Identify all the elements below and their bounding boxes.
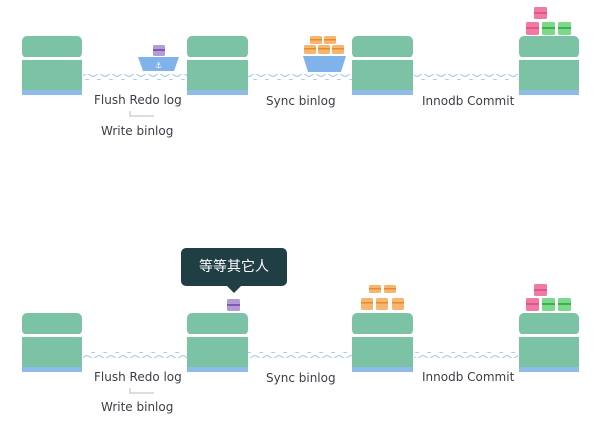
island-1 (22, 36, 82, 95)
ship-1: ⚓ (138, 45, 179, 71)
label-sync-binlog: Sync binlog (266, 371, 336, 385)
label-innodb-commit: Innodb Commit (422, 94, 515, 108)
ship-2 (303, 36, 346, 72)
svg-text:⚓: ⚓ (155, 61, 162, 70)
cargo-waiting (227, 299, 240, 311)
island-2 (187, 313, 248, 372)
label-sync-binlog: Sync binlog (266, 94, 336, 108)
connector-arrow (129, 388, 154, 394)
cargo-stack-committed (526, 284, 571, 311)
wave-segment (248, 74, 352, 80)
wave-segment (248, 352, 352, 358)
connector-arrow (129, 111, 154, 117)
island-1 (22, 313, 82, 372)
waiting-tooltip: 等等其它人 (181, 248, 287, 293)
island-2 (187, 36, 248, 95)
label-innodb-commit: Innodb Commit (422, 370, 515, 384)
wave-segment (414, 74, 518, 80)
island-4 (519, 313, 579, 372)
label-write-binlog: Write binlog (101, 400, 174, 414)
cargo-stack-committed (526, 7, 571, 35)
island-4 (519, 36, 579, 95)
island-3 (352, 36, 413, 95)
wave-segment (83, 74, 187, 80)
bottom-row (22, 284, 579, 372)
label-flush-redo-log: Flush Redo log (94, 370, 182, 384)
wave-segment (83, 352, 187, 358)
cargo-stack-synced (361, 285, 404, 310)
top-row: ⚓ (22, 7, 579, 95)
island-3 (352, 313, 413, 372)
wave-segment (414, 352, 518, 358)
label-write-binlog: Write binlog (101, 124, 174, 138)
label-flush-redo-log: Flush Redo log (94, 93, 182, 107)
